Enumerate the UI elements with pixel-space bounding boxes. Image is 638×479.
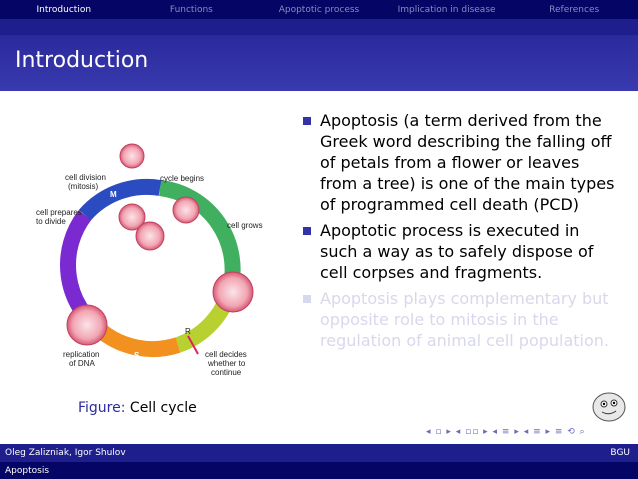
phase-s: S xyxy=(134,351,140,360)
cell-dividing-b xyxy=(135,221,165,251)
bullet-text: Apoptosis plays complementary but opposi… xyxy=(320,289,610,350)
caption-text: Cell cycle xyxy=(129,400,197,416)
ring-segment-s xyxy=(94,323,181,357)
nav-tab-implication-in-disease[interactable]: Implication in disease xyxy=(397,4,496,15)
nav-tab-introduction[interactable]: Introduction xyxy=(36,4,92,15)
caption-label: Figure: xyxy=(78,400,126,416)
frame-title-bar: Introduction xyxy=(0,35,638,91)
bullet-text: Apoptotic process is executed in such a … xyxy=(320,221,594,282)
phase-g1: G1 xyxy=(206,233,217,242)
beamer-navigation-symbols[interactable]: ◂ ▫ ▸ ◂ ▫▫ ▸ ◂ ≡ ▸ ◂ ≡ ▸ ≡ ⟲ ⌕ xyxy=(426,427,586,437)
label-replication: replication xyxy=(63,350,99,359)
bullet-square-icon xyxy=(303,227,311,235)
label-cell-division: cell division xyxy=(65,173,106,182)
footer-authors: Oleg Zalizniak, Igor Shulov xyxy=(5,448,126,458)
bullet-item: Apoptosis (a term derived from the Greek… xyxy=(300,110,615,215)
label-cell-prepares: cell prepares xyxy=(36,208,82,217)
footer-institute: BGU xyxy=(610,448,630,458)
footer-title-bar: Apoptosis xyxy=(0,462,638,479)
cell-dividing-top xyxy=(119,143,145,169)
cell-dividing-a xyxy=(118,203,146,231)
label-to-divide: to divide xyxy=(36,217,66,226)
phase-m: M xyxy=(110,190,117,199)
label-cell-decides: cell decides xyxy=(205,350,247,359)
footer-author-bar: Oleg Zalizniak, Igor Shulov BGU xyxy=(0,444,638,462)
nav-tab-references[interactable]: References xyxy=(549,4,600,15)
cell-replicating xyxy=(66,304,108,346)
bullet-square-icon xyxy=(303,117,311,125)
restriction-point-marker xyxy=(187,335,199,355)
label-cycle-begins: cycle begins xyxy=(160,174,204,183)
cell-new xyxy=(172,196,200,224)
label-cell-grows: cell grows xyxy=(227,221,263,230)
phase-r: R xyxy=(185,327,191,336)
subsection-bar xyxy=(0,19,638,35)
phase-g2: G2 xyxy=(82,235,93,244)
label-continue: continue xyxy=(211,368,242,377)
label-mitosis: (mitosis) xyxy=(68,182,99,191)
cell-cycle-diagram: M G1 G2 S R cell division (mitosis) cycl… xyxy=(36,143,263,377)
footer-short-title: Apoptosis xyxy=(5,466,50,476)
ring-segment-m xyxy=(78,178,162,221)
section-navbar: Introduction Functions Apoptotic process… xyxy=(0,0,638,19)
nav-tab-apoptotic-process[interactable]: Apoptotic process xyxy=(278,4,360,15)
label-of-dna: of DNA xyxy=(69,359,95,368)
cell-grown xyxy=(212,271,254,313)
bullet-square-icon xyxy=(303,295,311,303)
bullet-text: Apoptosis (a term derived from the Greek… xyxy=(320,111,615,214)
slide-title: Introduction xyxy=(15,48,149,73)
bullet-item-faded: Apoptosis plays complementary but opposi… xyxy=(300,288,615,351)
label-whether-to: whether to xyxy=(207,359,246,368)
mascot-icon xyxy=(592,392,626,422)
nav-tab-functions[interactable]: Functions xyxy=(169,4,213,15)
bullet-item: Apoptotic process is executed in such a … xyxy=(300,220,615,283)
figure-caption: Figure: Cell cycle xyxy=(78,400,197,416)
bullet-list: Apoptosis (a term derived from the Greek… xyxy=(300,110,615,356)
